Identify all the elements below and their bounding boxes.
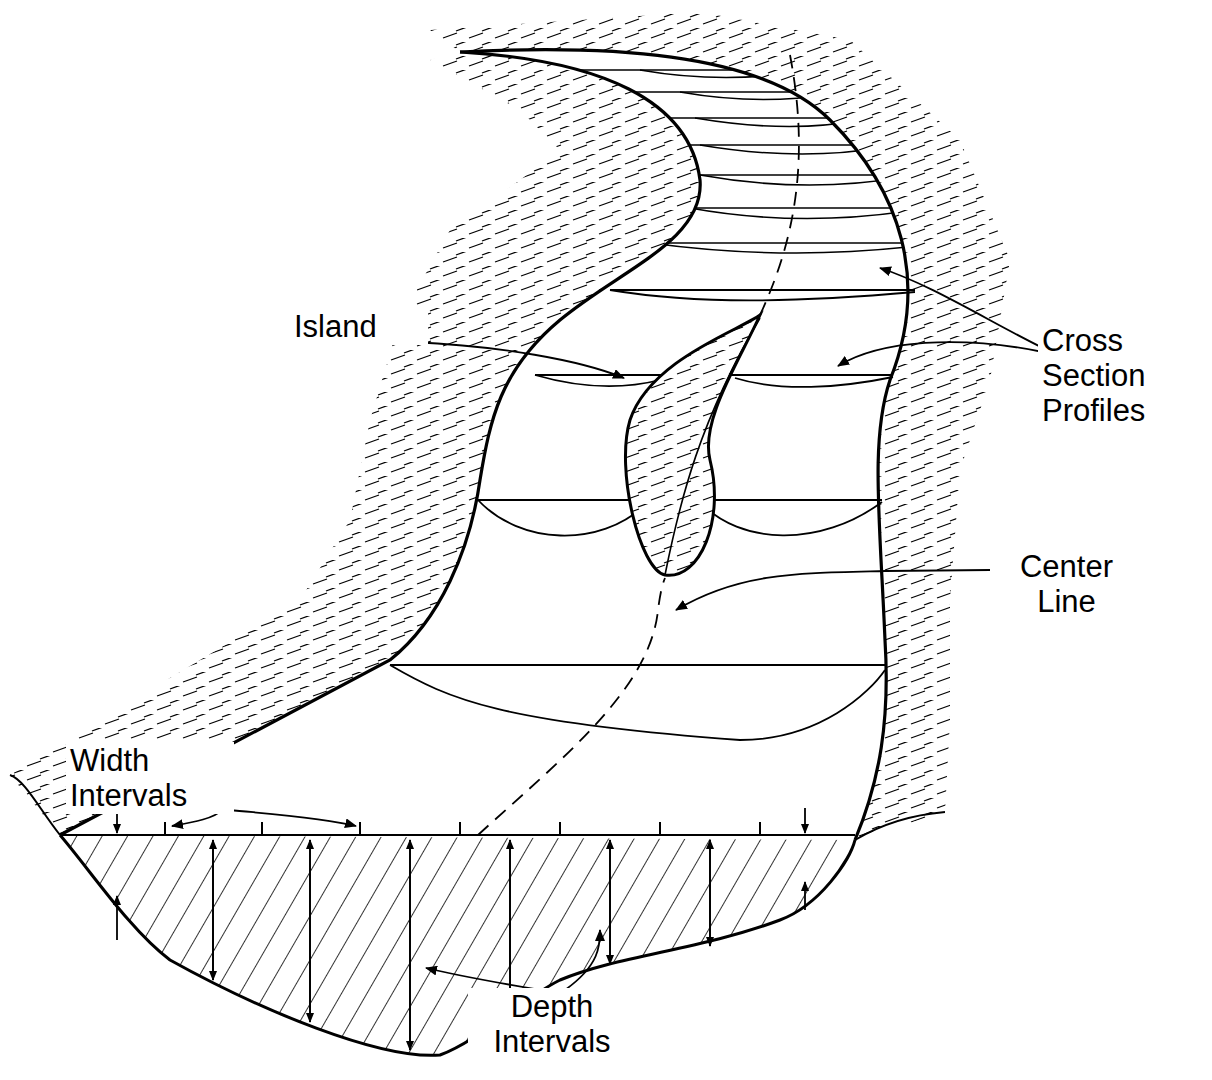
right-land — [430, 12, 1010, 840]
island-hatch — [625, 315, 760, 575]
river-banks — [10, 50, 945, 840]
water-surface — [60, 834, 855, 836]
center-line-label: Center Line — [990, 548, 1143, 620]
center-line-island — [665, 318, 760, 575]
cross-section-profiles — [390, 290, 915, 740]
center-line — [478, 578, 665, 835]
cross-section-label: Cross Section Profiles — [1038, 322, 1206, 429]
leader-lines — [172, 268, 1043, 990]
left-land — [10, 52, 700, 835]
depth-arrows — [117, 805, 805, 1050]
width-ticks — [165, 822, 760, 835]
depth-intervals-label: Depth Intervals — [468, 988, 636, 1060]
section-hatch — [60, 835, 855, 1055]
section-bed — [60, 835, 855, 1055]
width-intervals-label: Width Intervals — [66, 742, 234, 814]
island-label: Island — [290, 308, 428, 345]
island-outline — [625, 315, 760, 575]
upper-profiles — [400, 70, 1000, 253]
